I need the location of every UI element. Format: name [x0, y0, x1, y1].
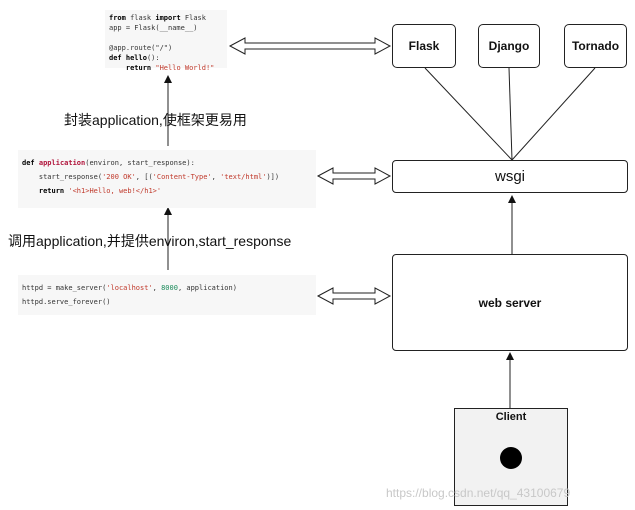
- django-label: Django: [488, 39, 530, 53]
- flask-code-snippet: from flask import Flask app = Flask(__na…: [105, 10, 227, 72]
- client-box: Client: [454, 408, 568, 506]
- code-line: @app.route("/"): [109, 44, 173, 52]
- code-text: ,: [211, 173, 221, 181]
- code-line: httpd.serve_forever(): [22, 298, 111, 306]
- code-keyword: def: [109, 54, 122, 62]
- code-keyword: return: [38, 187, 65, 195]
- code-string: '<h1>Hello, web!</h1>': [68, 187, 162, 195]
- flask-box: Flask: [392, 24, 456, 68]
- code-number: 8000: [161, 284, 178, 292]
- code-function: hello: [125, 54, 147, 62]
- code-keyword: from: [109, 14, 126, 22]
- code-text: , application): [177, 284, 237, 292]
- wsgi-box: wsgi: [392, 160, 628, 193]
- double-arrow-wsgi: [316, 167, 392, 185]
- watermark: https://blog.csdn.net/qq_43100679: [386, 486, 571, 500]
- web-server-box: web server: [392, 254, 628, 351]
- flask-to-wsgi-line: [424, 67, 513, 161]
- code-text: httpd = make_server(: [22, 284, 107, 292]
- client-dot: [500, 447, 522, 469]
- double-arrow-flask: [228, 37, 392, 55]
- tornado-to-wsgi-line: [511, 67, 596, 161]
- code-text: , [(: [135, 173, 153, 181]
- code-keyword: def: [22, 159, 35, 167]
- code-text: Flask: [180, 14, 206, 22]
- web-server-label: web server: [478, 295, 542, 310]
- code-line: app = Flask(__name__): [109, 24, 198, 32]
- django-box: Django: [478, 24, 540, 68]
- code-string: '200 OK': [102, 173, 136, 181]
- application-code-snippet: def application(environ, start_response)…: [18, 150, 316, 208]
- code-text: (environ, start_response):: [85, 159, 195, 167]
- flask-label: Flask: [408, 39, 440, 53]
- code-string: 'localhost': [106, 284, 153, 292]
- server-code-snippet: httpd = make_server('localhost', 8000, a…: [18, 275, 316, 315]
- wrap-application-label: 封装application,使框架更易用: [64, 112, 247, 128]
- client-label: Client: [495, 411, 527, 423]
- wsgi-label: wsgi: [494, 168, 525, 185]
- code-text: start_response(: [38, 173, 103, 181]
- code-keyword: import: [155, 14, 181, 22]
- code-text: )]): [266, 173, 280, 181]
- double-arrow-webserver: [316, 287, 392, 305]
- tornado-box: Tornado: [564, 24, 627, 68]
- call-application-label: 调用application,并提供environ,start_response: [8, 233, 292, 249]
- code-function: application: [38, 159, 86, 167]
- code-text: flask: [125, 14, 156, 22]
- code-keyword: return: [125, 64, 152, 72]
- code-text: ():: [146, 54, 160, 62]
- code-string: "Hello World!": [155, 64, 215, 72]
- django-to-wsgi-line: [508, 67, 513, 161]
- code-string: 'Content-Type': [152, 173, 212, 181]
- tornado-label: Tornado: [571, 39, 620, 53]
- code-text: ,: [152, 284, 162, 292]
- code-string: 'text/html': [220, 173, 267, 181]
